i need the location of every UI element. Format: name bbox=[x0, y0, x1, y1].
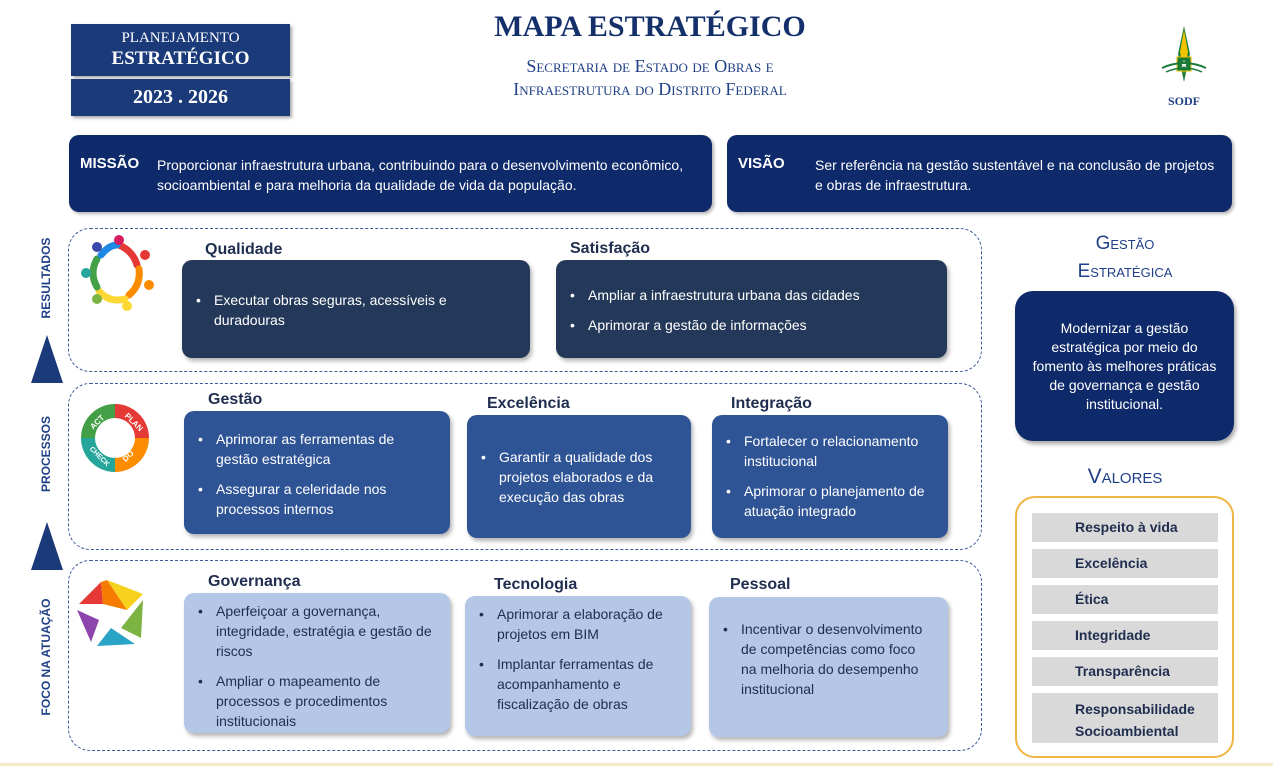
list-item: Aprimorar o planejamento de atuação inte… bbox=[726, 481, 934, 521]
excelencia-title: Excelência bbox=[487, 395, 570, 412]
mission-box: MISSÃO Proporcionar infraestrutura urban… bbox=[69, 135, 712, 212]
excelencia-card: Garantir a qualidade dos projetos elabor… bbox=[467, 415, 691, 538]
pessoal-card: Incentivar o desenvolvimento de competên… bbox=[709, 597, 948, 737]
footer-divider bbox=[0, 763, 1273, 766]
list-item: Ampliar o mapeamento de processos e proc… bbox=[198, 671, 436, 731]
ge-title-line1: Gestão bbox=[1095, 233, 1155, 254]
list-item: Aprimorar a elaboração de projetos em BI… bbox=[479, 604, 677, 644]
tecnologia-card: Aprimorar a elaboração de projetos em BI… bbox=[465, 596, 691, 736]
side-label-resultados: RESULTADOS bbox=[39, 237, 53, 319]
vision-label: VISÃO bbox=[738, 155, 785, 172]
list-item: Aprimorar as ferramentas de gestão estra… bbox=[198, 429, 436, 469]
ge-title-line2: Estratégica bbox=[1077, 261, 1173, 282]
list-item: Assegurar a celeridade nos processos int… bbox=[198, 479, 436, 519]
qualidade-title: Qualidade bbox=[205, 241, 283, 258]
side-label-foco: FOCO NA ATUAÇÃO bbox=[39, 598, 53, 716]
aperture-icon bbox=[77, 580, 143, 646]
plan-badge: PLANEJAMENTO ESTRATÉGICO bbox=[71, 24, 290, 76]
qualidade-card: Executar obras seguras, acessíveis e dur… bbox=[182, 260, 530, 358]
gestao-estrategica-box: Modernizar a gestão estratégica por meio… bbox=[1015, 291, 1234, 441]
badge-line2: ESTRATÉGICO bbox=[111, 48, 250, 69]
valor-item: Transparência bbox=[1032, 657, 1218, 686]
valor-item: Responsabilidade Socioambiental bbox=[1032, 693, 1218, 743]
list-item: Incentivar o desenvolvimento de competên… bbox=[723, 619, 934, 699]
processos-section bbox=[68, 383, 982, 550]
valores-box bbox=[1015, 496, 1234, 758]
arrow-up-icon bbox=[31, 522, 63, 570]
list-item: Executar obras seguras, acessíveis e dur… bbox=[196, 290, 516, 330]
valor-item: Respeito à vida bbox=[1032, 513, 1218, 542]
vision-box: VISÃO Ser referência na gestão sustentáv… bbox=[727, 135, 1232, 212]
sodf-logo-icon bbox=[1161, 26, 1207, 82]
valor-item: Integridade bbox=[1032, 621, 1218, 650]
valor-last-line1: Responsabilidade bbox=[1075, 701, 1195, 717]
subtitle-line2: Infraestrutura do Distrito Federal bbox=[513, 79, 787, 99]
resultados-section bbox=[68, 228, 982, 372]
valor-item: Ética bbox=[1032, 585, 1218, 614]
foco-section bbox=[68, 560, 982, 751]
subtitle-line1: Secretaria de Estado de Obras e bbox=[526, 56, 774, 76]
page-subtitle: Secretaria de Estado de Obras e Infraest… bbox=[400, 55, 900, 101]
arrow-up-icon bbox=[31, 335, 63, 383]
satisfacao-card: Ampliar a infraestrutura urbana das cida… bbox=[556, 260, 947, 358]
gestao-title: Gestão bbox=[208, 391, 263, 408]
gestao-estrategica-title: Gestão Estratégica bbox=[1020, 230, 1230, 286]
governanca-card: Aperfeiçoar a governança, integridade, e… bbox=[184, 593, 450, 733]
side-label-processos: PROCESSOS bbox=[39, 415, 53, 493]
list-item: Garantir a qualidade dos projetos elabor… bbox=[481, 447, 677, 507]
gestao-card: Aprimorar as ferramentas de gestão estra… bbox=[184, 411, 450, 534]
valor-last-line2: Socioambiental bbox=[1075, 723, 1179, 739]
period-badge: 2023 . 2026 bbox=[71, 79, 290, 116]
list-item: Fortalecer o relacionamento instituciona… bbox=[726, 431, 934, 471]
badge-line1: PLANEJAMENTO bbox=[121, 30, 240, 46]
list-item: Implantar ferramentas de acompanhamento … bbox=[479, 654, 677, 714]
mission-label: MISSÃO bbox=[80, 155, 140, 172]
mission-text: Proporcionar infraestrutura urbana, cont… bbox=[157, 157, 684, 193]
logo-label: SODF bbox=[1167, 94, 1200, 108]
tecnologia-title: Tecnologia bbox=[494, 576, 578, 593]
satisfacao-title: Satisfação bbox=[570, 240, 651, 257]
integracao-card: Fortalecer o relacionamento instituciona… bbox=[712, 415, 948, 538]
vision-text: Ser referência na gestão sustentável e n… bbox=[815, 157, 1215, 193]
people-circle-icon bbox=[81, 235, 154, 311]
valores-title: Valores bbox=[1087, 465, 1163, 488]
list-item: Aperfeiçoar a governança, integridade, e… bbox=[198, 601, 436, 661]
valor-item: Excelência bbox=[1032, 549, 1218, 578]
governanca-title: Governança bbox=[208, 573, 301, 590]
pessoal-title: Pessoal bbox=[730, 576, 791, 593]
pdca-cycle-icon: PLAN DO CHECK ACT bbox=[81, 404, 149, 472]
page-title: MAPA ESTRATÉGICO bbox=[494, 10, 806, 43]
integracao-title: Integração bbox=[731, 395, 812, 412]
list-item: Aprimorar a gestão de informações bbox=[570, 315, 933, 335]
list-item: Ampliar a infraestrutura urbana das cida… bbox=[570, 285, 933, 305]
